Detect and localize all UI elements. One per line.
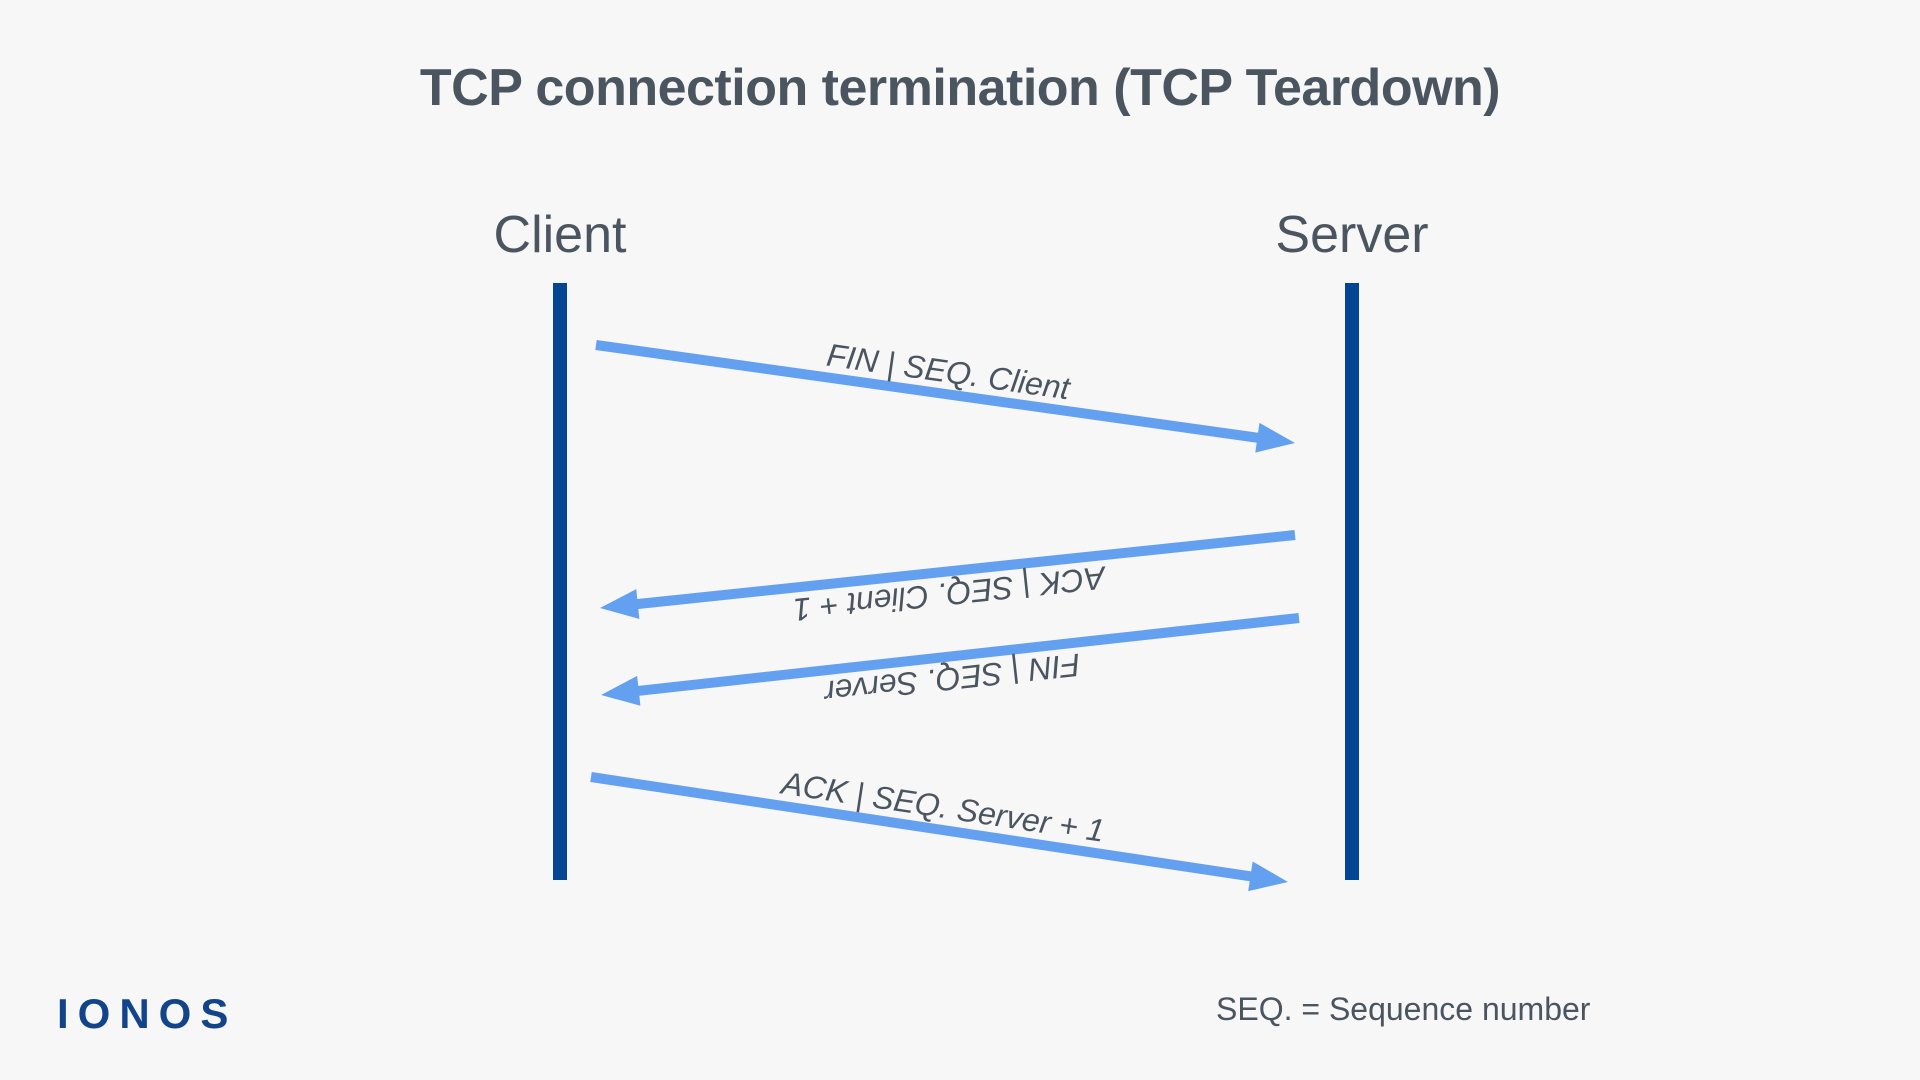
message-arrow-shaft [595,340,1268,445]
message-arrow-shaft [590,772,1262,883]
ionos-logo: IONOS [57,990,238,1037]
message-arrow-shaft [627,530,1296,611]
message-arrow-head [600,589,640,619]
page-title: TCP connection termination (TCP Teardown… [419,59,1501,117]
message-arrow-head [1248,861,1288,892]
message-arrow-shaft [628,613,1300,697]
lifeline-server [1345,283,1359,880]
message-arrow-head [601,675,641,706]
legend-note: SEQ. = Sequence number [1216,991,1591,1027]
actor-label-client: Client [493,206,627,264]
message-arrow-head [1255,422,1295,453]
actor-label-server: Server [1275,206,1429,264]
lifeline-client [553,283,567,880]
